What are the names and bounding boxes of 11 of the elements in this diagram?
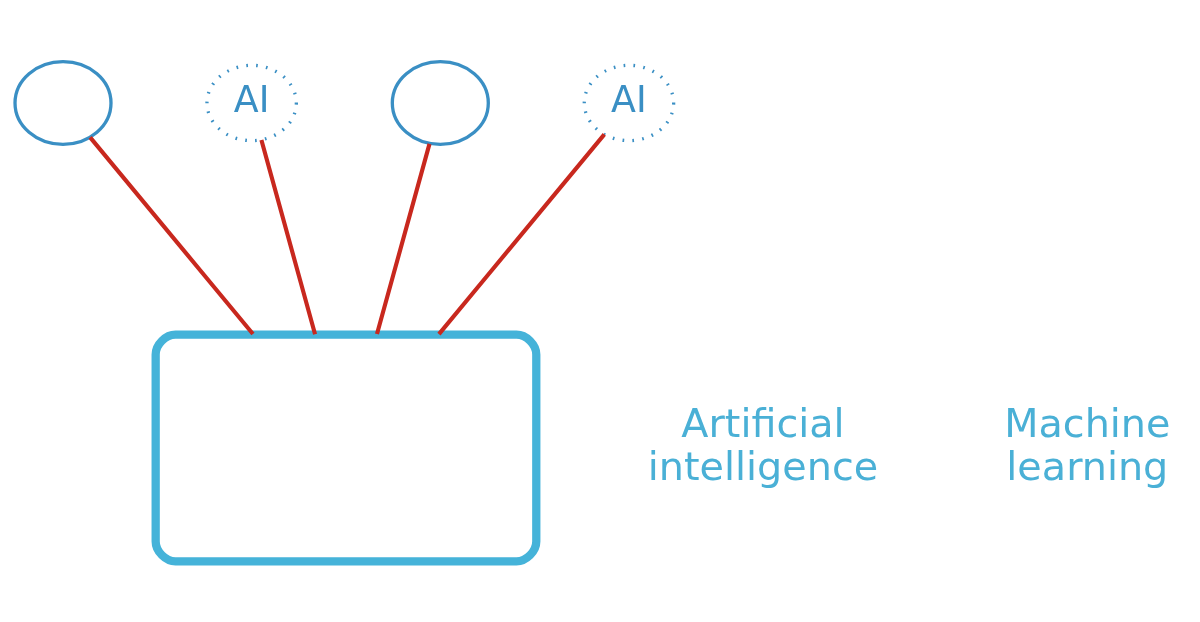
connector (437, 132, 606, 335)
connector (88, 135, 255, 335)
connector (259, 138, 318, 335)
node-monitor (151, 330, 541, 565)
label: Artificial intelligence (647, 399, 879, 489)
node-ellipse: AI (582, 63, 676, 142)
label: Machine learning (1004, 399, 1171, 489)
node-ellipse: AI (205, 63, 298, 142)
connector (375, 142, 432, 335)
node-brain (390, 59, 490, 146)
node-brain (13, 59, 113, 146)
